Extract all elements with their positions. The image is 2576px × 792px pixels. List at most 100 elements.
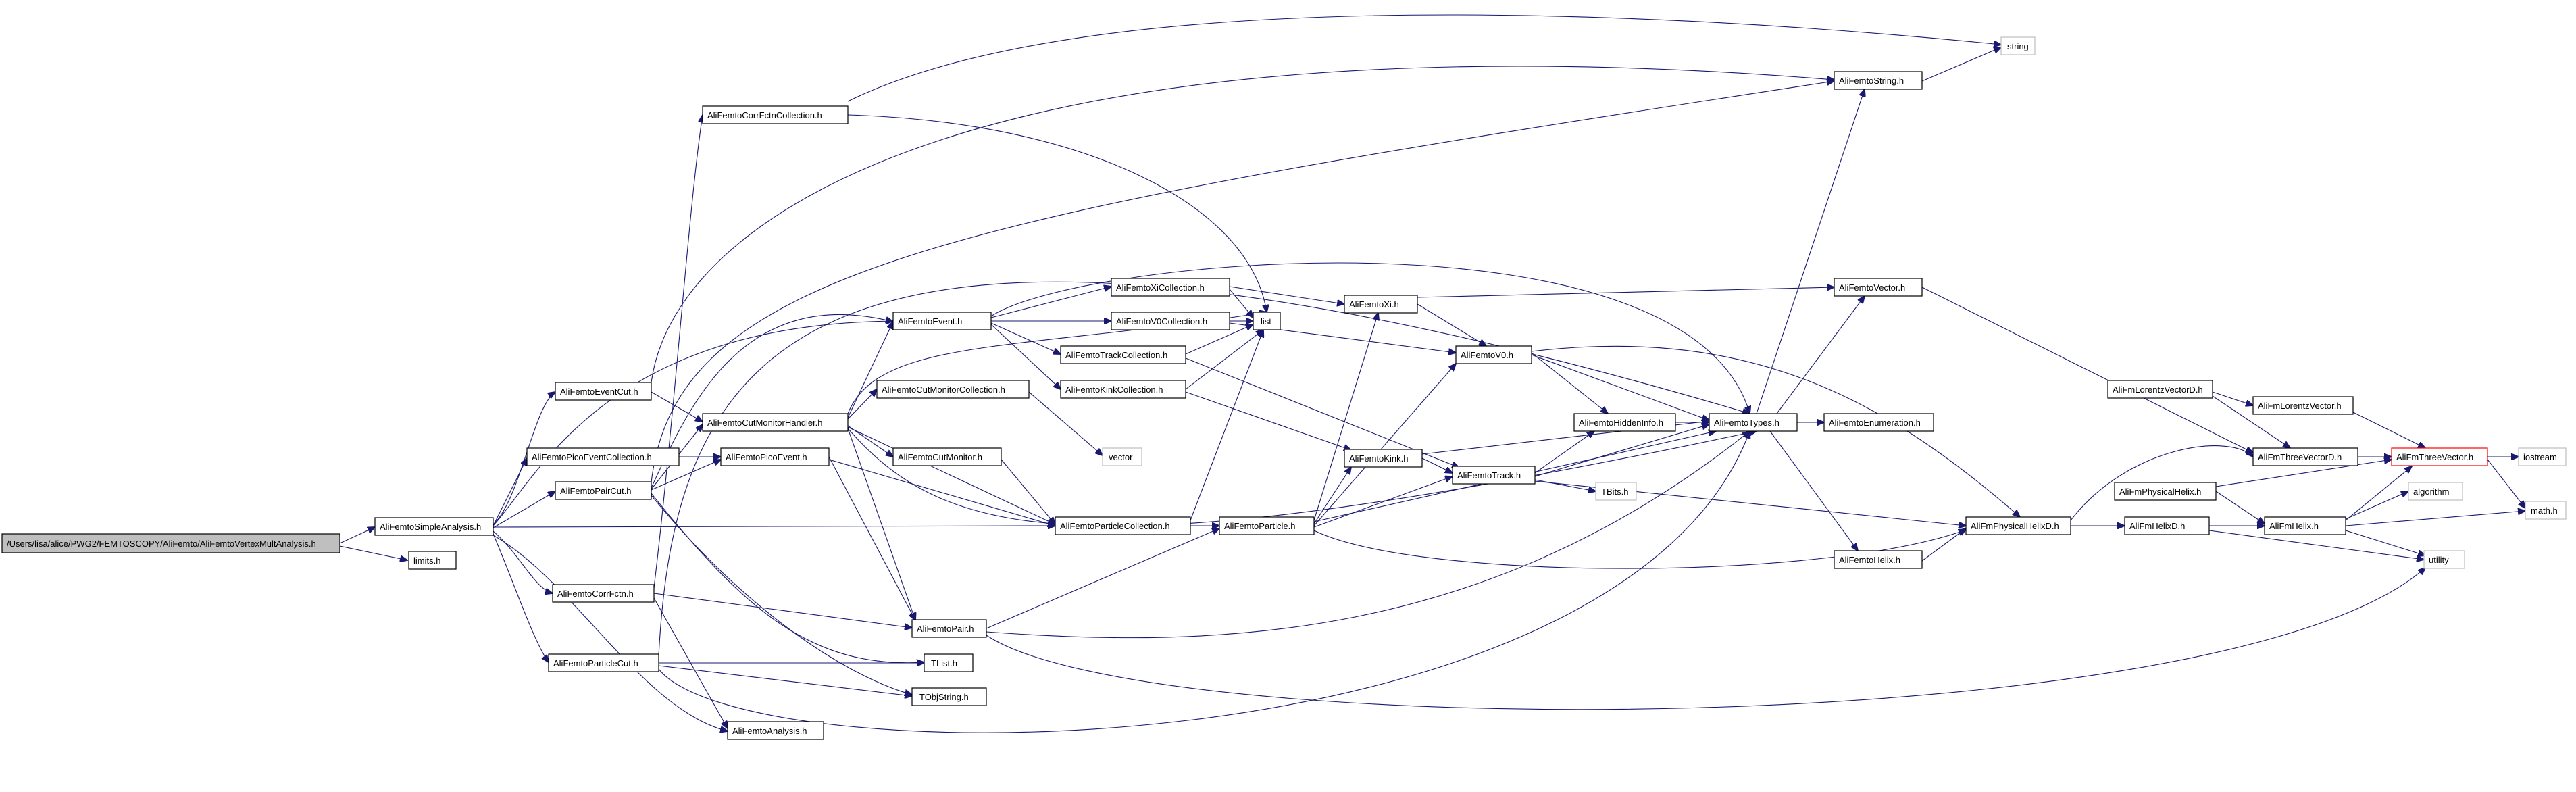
svg-text:algorithm: algorithm (2413, 487, 2449, 497)
node-tlist[interactable]: TList.h (924, 653, 974, 672)
node-hidden-info[interactable]: AliFemtoHiddenInfo.h (1573, 413, 1676, 432)
dependency-edge (847, 428, 915, 620)
node-math[interactable]: math.h (2525, 501, 2567, 520)
dependency-edge (651, 460, 721, 491)
dependency-edge (1001, 459, 1055, 524)
dependency-edge (658, 431, 1750, 733)
svg-text:AliFemtoTypes.h: AliFemtoTypes.h (1714, 418, 1779, 428)
dependency-edge (1313, 530, 1966, 569)
svg-text:AliFmLorentzVectorD.h: AliFmLorentzVectorD.h (2113, 385, 2203, 395)
node-physical-helix-d[interactable]: AliFmPhysicalHelixD.h (1965, 516, 2071, 535)
node-particle-cut[interactable]: AliFemtoParticleCut.h (548, 653, 659, 672)
node-particle-collection[interactable]: AliFemtoParticleCollection.h (1055, 516, 1191, 535)
dependency-edge (651, 495, 912, 695)
svg-text:AliFemtoTrackCollection.h: AliFemtoTrackCollection.h (1065, 350, 1167, 360)
node-pair[interactable]: AliFemtoPair.h (911, 619, 987, 638)
node-lorentz-vector[interactable]: AliFmLorentzVector.h (2252, 396, 2354, 415)
node-iostream[interactable]: iostream (2518, 447, 2567, 466)
node-corr-fctn-collection[interactable]: AliFemtoCorrFctnCollection.h (702, 105, 849, 124)
dependency-edge (2352, 412, 2425, 448)
svg-text:AliFemtoCorrFctn.h: AliFemtoCorrFctn.h (557, 589, 634, 599)
svg-text:AliFmPhysicalHelixD.h: AliFmPhysicalHelixD.h (1971, 521, 2059, 531)
node-tobjstring[interactable]: TObjString.h (911, 687, 987, 706)
svg-text:string: string (2007, 41, 2029, 51)
node-helix[interactable]: AliFmHelix.h (2264, 516, 2346, 535)
node-xi[interactable]: AliFemtoXi.h (1344, 295, 1418, 314)
node-femto-vector[interactable]: AliFemtoVector.h (1834, 278, 1923, 297)
node-helix-d[interactable]: AliFmHelixD.h (2124, 516, 2210, 535)
node-vertex-mult-analysis[interactable]: /Users/lisa/alice/PWG2/FEMTOSCOPY/AliFem… (1, 533, 340, 553)
node-v0[interactable]: AliFemtoV0.h (1455, 345, 1532, 364)
node-xi-collection[interactable]: AliFemtoXiCollection.h (1111, 278, 1230, 297)
node-femto-string[interactable]: AliFemtoString.h (1834, 71, 1923, 90)
svg-text:AliFmHelix.h: AliFmHelix.h (2269, 521, 2319, 531)
node-algorithm[interactable]: algorithm (2408, 482, 2463, 501)
node-track[interactable]: AliFemtoTrack.h (1452, 466, 1536, 485)
dependency-edge (990, 287, 1111, 318)
dependency-edge (828, 456, 915, 620)
svg-text:AliFemtoPicoEvent.h: AliFemtoPicoEvent.h (726, 452, 807, 462)
svg-text:AliFemtoString.h: AliFemtoString.h (1839, 76, 1904, 86)
node-event-cut[interactable]: AliFemtoEventCut.h (555, 382, 652, 401)
dependency-edge (1417, 303, 1486, 346)
node-simple-analysis[interactable]: AliFemtoSimpleAnalysis.h (374, 517, 494, 536)
dependency-edge (2208, 530, 2424, 560)
node-cut-monitor-collection[interactable]: AliFemtoCutMonitorCollection.h (876, 380, 1030, 399)
dependency-edge (493, 458, 527, 526)
node-utility[interactable]: utility (2423, 550, 2465, 569)
dependency-edges (339, 14, 2525, 733)
node-particle[interactable]: AliFemtoParticle.h (1219, 516, 1315, 535)
dependency-edge (990, 322, 1061, 354)
node-list[interactable]: list (1253, 312, 1281, 330)
dependency-edge (1534, 479, 1596, 491)
svg-text:AliFemtoHiddenInfo.h: AliFemtoHiddenInfo.h (1579, 418, 1663, 428)
dependency-edge (1229, 286, 1344, 304)
dependency-edge (653, 115, 703, 589)
node-kink[interactable]: AliFemtoKink.h (1344, 449, 1423, 468)
dependency-edge (493, 321, 893, 526)
node-v0-collection[interactable]: AliFemtoV0Collection.h (1111, 312, 1230, 330)
node-vector[interactable]: vector (1102, 447, 1142, 466)
node-pair-cut[interactable]: AliFemtoPairCut.h (555, 481, 652, 500)
dependency-edge (847, 14, 2001, 102)
dependency-edge (2215, 460, 2392, 487)
node-femto-helix[interactable]: AliFemtoHelix.h (1834, 550, 1923, 569)
node-lorentz-vector-d[interactable]: AliFmLorentzVectorD.h (2107, 380, 2213, 399)
dependency-edge (2487, 459, 2525, 508)
node-kink-collection[interactable]: AliFemtoKinkCollection.h (1060, 380, 1186, 399)
node-cut-monitor-handler[interactable]: AliFemtoCutMonitorHandler.h (702, 413, 849, 432)
dependency-edge (847, 426, 1055, 524)
svg-text:AliFemtoPicoEventCollection.h: AliFemtoPicoEventCollection.h (532, 452, 652, 462)
svg-text:AliFemtoVector.h: AliFemtoVector.h (1839, 282, 1905, 293)
dependency-edge (1185, 391, 1351, 450)
node-track-collection[interactable]: AliFemtoTrackCollection.h (1060, 345, 1186, 364)
svg-text:AliFemtoParticleCollection.h: AliFemtoParticleCollection.h (1060, 521, 1170, 531)
node-limits[interactable]: limits.h (408, 551, 457, 570)
node-types[interactable]: AliFemtoTypes.h (1709, 413, 1798, 432)
dependency-edge (1531, 345, 2020, 517)
node-enumeration[interactable]: AliFemtoEnumeration.h (1823, 413, 1934, 432)
svg-text:AliFemtoSimpleAnalysis.h: AliFemtoSimpleAnalysis.h (380, 522, 481, 532)
dependency-edge (1769, 430, 1858, 551)
node-pico-event[interactable]: AliFemtoPicoEvent.h (720, 447, 830, 466)
node-analysis[interactable]: AliFemtoAnalysis.h (727, 721, 824, 740)
dependency-edge (1534, 424, 1709, 477)
node-corr-fctn[interactable]: AliFemtoCorrFctn.h (552, 584, 655, 603)
svg-text:TObjString.h: TObjString.h (919, 692, 969, 702)
dependency-edge (2345, 466, 2412, 521)
node-pico-event-collection[interactable]: AliFemtoPicoEventCollection.h (526, 447, 680, 466)
node-tbits[interactable]: TBits.h (1595, 482, 1637, 501)
node-event[interactable]: AliFemtoEvent.h (892, 312, 992, 330)
dependency-edge (2215, 491, 2265, 524)
node-physical-helix[interactable]: AliFmPhysicalHelix.h (2114, 482, 2217, 501)
dependency-edge (847, 322, 893, 418)
node-cut-monitor[interactable]: AliFemtoCutMonitor.h (892, 447, 1002, 466)
dependency-edge (1190, 330, 1263, 521)
svg-text:iostream: iostream (2523, 452, 2557, 462)
svg-text:AliFemtoParticle.h: AliFemtoParticle.h (1224, 521, 1295, 531)
node-three-vector-d[interactable]: AliFmThreeVectorD.h (2252, 447, 2358, 466)
node-three-vector[interactable]: AliFmThreeVector.h (2391, 447, 2488, 466)
svg-text:AliFemtoV0.h: AliFemtoV0.h (1461, 350, 1513, 360)
node-string[interactable]: string (2000, 36, 2036, 55)
